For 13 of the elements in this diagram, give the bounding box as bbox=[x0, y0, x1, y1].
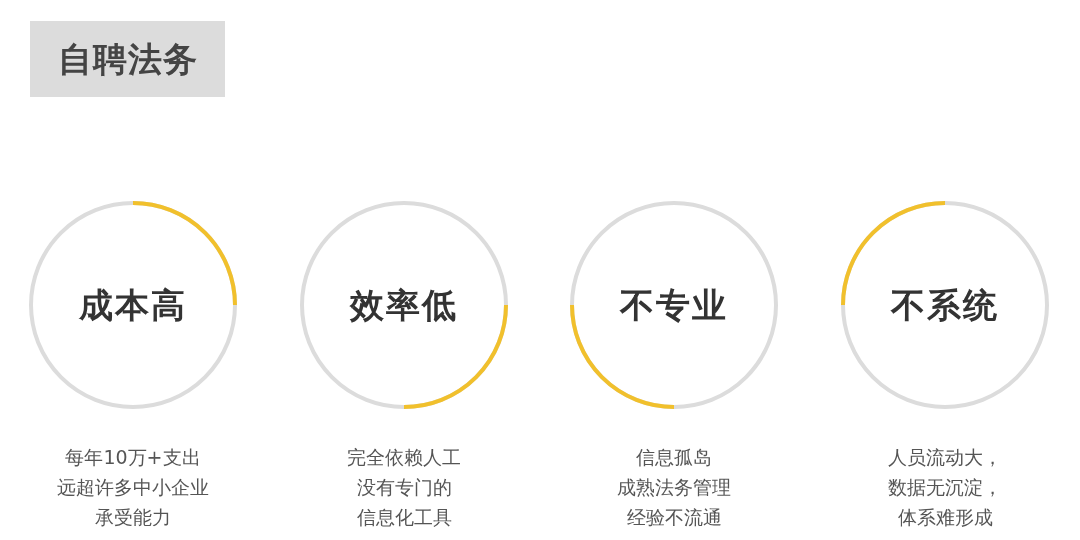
caption-text: 信息孤岛成熟法务管理经验不流通 bbox=[617, 445, 731, 530]
ring-node bbox=[840, 200, 1050, 410]
caption-text: 完全依赖人工没有专门的信息化工具 bbox=[347, 445, 461, 530]
ring-node bbox=[28, 200, 238, 410]
node-label: 效率低 bbox=[350, 284, 458, 326]
ring-node bbox=[299, 200, 509, 410]
node-label: 成本高 bbox=[79, 284, 187, 326]
caption-text: 人员流动大，数据无沉淀，体系难形成 bbox=[888, 445, 1002, 530]
node-label: 不系统 bbox=[891, 284, 999, 326]
caption-text: 每年10万+支出远超许多中小企业承受能力 bbox=[57, 445, 209, 530]
ring-node bbox=[569, 200, 779, 410]
node-label: 不专业 bbox=[620, 284, 728, 326]
section-heading: 自聘法务 bbox=[30, 21, 225, 97]
